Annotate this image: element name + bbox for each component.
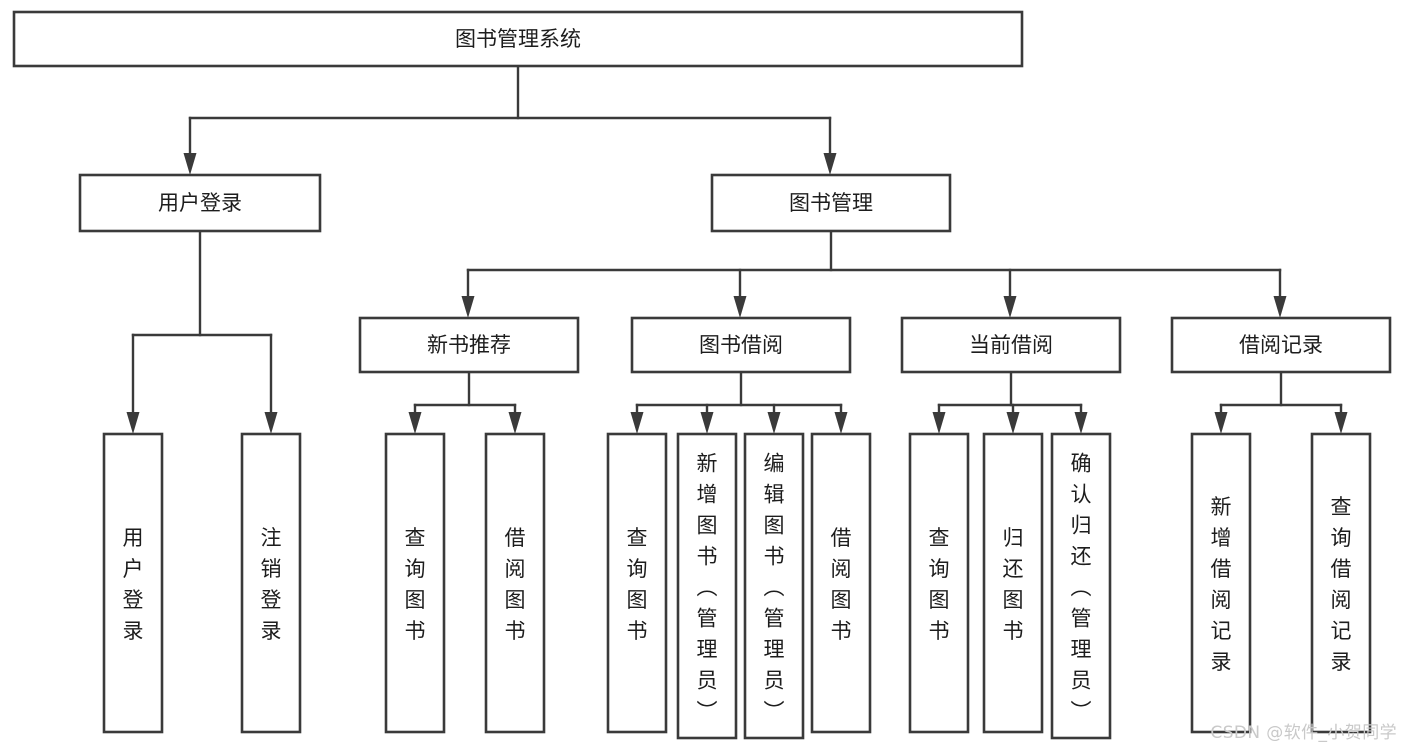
- node-label-leaf-user-login: 用户登录: [123, 526, 144, 643]
- node-label-leaf-confirm-return-admin: 确认归还︵管理员︶: [1071, 452, 1092, 724]
- book-borrow-drop-1-arrowhead: [700, 412, 714, 434]
- book-manage-drop-2-arrowhead: [1003, 296, 1017, 318]
- node-leaf-borrow-book-recommend[interactable]: 借阅图书: [484, 432, 546, 734]
- borrow-record-drop-1-arrowhead: [1334, 412, 1348, 434]
- connectors-layer: [126, 64, 1348, 434]
- node-box-leaf-user-login[interactable]: [102, 432, 164, 734]
- node-user-login[interactable]: 用户登录: [78, 173, 322, 233]
- node-leaf-query-book-borrow[interactable]: 查询图书: [606, 432, 668, 734]
- root-drop-0-arrowhead: [183, 153, 197, 175]
- node-label-leaf-add-borrow-record: 新增借阅记录: [1211, 495, 1232, 674]
- book-manage-drop-1-arrowhead: [733, 296, 747, 318]
- node-label-leaf-query-book-borrow: 查询图书: [627, 526, 648, 643]
- borrow-record-drop-0-arrowhead: [1214, 412, 1228, 434]
- new-book-recommend-drop-1-arrowhead: [508, 412, 522, 434]
- node-box-leaf-query-borrow-record[interactable]: [1310, 432, 1372, 734]
- node-box-leaf-user-logout[interactable]: [240, 432, 302, 734]
- node-box-leaf-query-book-current[interactable]: [908, 432, 970, 734]
- node-label-current-borrow: 当前借阅: [969, 333, 1053, 357]
- node-leaf-query-borrow-record[interactable]: 查询借阅记录: [1310, 432, 1372, 734]
- node-label-borrow-record: 借阅记录: [1239, 333, 1323, 357]
- node-label-new-book-recommend: 新书推荐: [427, 333, 511, 357]
- node-label-leaf-borrow-book-recommend: 借阅图书: [505, 526, 526, 643]
- node-label-book-manage: 图书管理: [789, 191, 873, 215]
- node-label-user-login: 用户登录: [158, 191, 242, 215]
- book-borrow-drop-3-arrowhead: [834, 412, 848, 434]
- node-label-book-borrow: 图书借阅: [699, 333, 783, 357]
- node-box-leaf-return-book[interactable]: [982, 432, 1044, 734]
- node-label-leaf-query-book-recommend: 查询图书: [405, 526, 426, 643]
- node-leaf-user-logout[interactable]: 注销登录: [240, 432, 302, 734]
- root-drop-1-arrowhead: [823, 153, 837, 175]
- node-box-leaf-query-book-borrow[interactable]: [606, 432, 668, 734]
- node-root[interactable]: 图书管理系统: [12, 10, 1024, 68]
- current-borrow-drop-2-arrowhead: [1074, 412, 1088, 434]
- node-leaf-query-book-recommend[interactable]: 查询图书: [384, 432, 446, 734]
- node-leaf-borrow-book[interactable]: 借阅图书: [810, 432, 872, 734]
- node-box-leaf-confirm-return-admin[interactable]: [1050, 432, 1112, 740]
- node-label-leaf-edit-book-admin: 编辑图书︵管理员︶: [764, 452, 785, 724]
- node-box-borrow-record[interactable]: [1170, 316, 1392, 374]
- node-box-current-borrow[interactable]: [900, 316, 1122, 374]
- node-box-root[interactable]: [12, 10, 1024, 68]
- node-box-leaf-borrow-book-recommend[interactable]: [484, 432, 546, 734]
- node-box-leaf-edit-book-admin[interactable]: [743, 432, 805, 740]
- current-borrow-drop-0-arrowhead: [932, 412, 946, 434]
- user-login-drop-1-arrowhead: [264, 412, 278, 434]
- node-leaf-add-book-admin[interactable]: 新增图书︵管理员︶: [676, 432, 738, 740]
- book-borrow-drop-2-arrowhead: [767, 412, 781, 434]
- node-leaf-query-book-current[interactable]: 查询图书: [908, 432, 970, 734]
- new-book-recommend-drop-0-arrowhead: [408, 412, 422, 434]
- node-leaf-add-borrow-record[interactable]: 新增借阅记录: [1190, 432, 1252, 734]
- node-box-leaf-borrow-book[interactable]: [810, 432, 872, 734]
- node-box-leaf-add-book-admin[interactable]: [676, 432, 738, 740]
- node-leaf-edit-book-admin[interactable]: 编辑图书︵管理员︶: [743, 432, 805, 740]
- node-box-book-borrow[interactable]: [630, 316, 852, 374]
- node-label-leaf-query-borrow-record: 查询借阅记录: [1331, 495, 1352, 674]
- node-label-leaf-add-book-admin: 新增图书︵管理员︶: [697, 452, 718, 724]
- node-box-leaf-query-book-recommend[interactable]: [384, 432, 446, 734]
- node-label-leaf-query-book-current: 查询图书: [929, 526, 950, 643]
- book-borrow-drop-0-arrowhead: [630, 412, 644, 434]
- node-book-borrow[interactable]: 图书借阅: [630, 316, 852, 374]
- node-label-leaf-user-logout: 注销登录: [261, 526, 282, 643]
- node-box-user-login[interactable]: [78, 173, 322, 233]
- user-login-drop-0-arrowhead: [126, 412, 140, 434]
- nodes-layer: 图书管理系统用户登录图书管理新书推荐图书借阅当前借阅借阅记录用户登录注销登录查询…: [12, 10, 1392, 740]
- node-book-manage[interactable]: 图书管理: [710, 173, 952, 233]
- node-new-book-recommend[interactable]: 新书推荐: [358, 316, 580, 374]
- node-label-leaf-borrow-book: 借阅图书: [831, 526, 852, 643]
- book-manage-drop-0-arrowhead: [461, 296, 475, 318]
- node-leaf-user-login[interactable]: 用户登录: [102, 432, 164, 734]
- node-box-book-manage[interactable]: [710, 173, 952, 233]
- node-current-borrow[interactable]: 当前借阅: [900, 316, 1122, 374]
- node-leaf-confirm-return-admin[interactable]: 确认归还︵管理员︶: [1050, 432, 1112, 740]
- node-box-leaf-add-borrow-record[interactable]: [1190, 432, 1252, 734]
- node-box-new-book-recommend[interactable]: [358, 316, 580, 374]
- node-leaf-return-book[interactable]: 归还图书: [982, 432, 1044, 734]
- node-label-leaf-return-book: 归还图书: [1003, 526, 1024, 643]
- node-label-root: 图书管理系统: [455, 27, 581, 51]
- node-borrow-record[interactable]: 借阅记录: [1170, 316, 1392, 374]
- current-borrow-drop-1-arrowhead: [1006, 412, 1020, 434]
- book-manage-drop-3-arrowhead: [1273, 296, 1287, 318]
